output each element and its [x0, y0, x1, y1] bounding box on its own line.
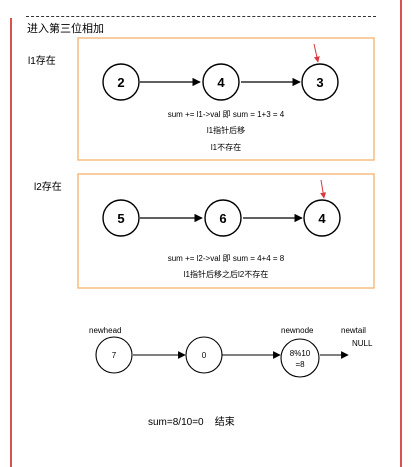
s2-pointer-arrow: [320, 179, 327, 199]
s1-pointer-arrow: [313, 43, 320, 63]
s1-node-2-value: 4: [217, 75, 225, 90]
newnode-label: newnode: [281, 326, 314, 335]
r-node-2-value: 0: [202, 351, 207, 360]
null-label: NULL: [352, 339, 373, 348]
section1-caption-line2: l1指针后移: [206, 126, 246, 135]
s2-node-3: [303, 199, 341, 237]
section1-caption-line3: l1不存在: [210, 143, 242, 152]
newhead-label: newhead: [89, 326, 122, 335]
r-node-3: [280, 338, 320, 378]
footer-summary: sum=8/10=0 结束: [148, 417, 235, 428]
section2-label: l2存在: [34, 182, 62, 193]
newtail-label: newtail: [341, 326, 366, 335]
r-node-1: [95, 336, 133, 374]
s2-node-2-value: 6: [219, 211, 226, 226]
r-node-2: [185, 336, 223, 374]
section2-caption-line2: l1指针后移之后l2不存在: [183, 270, 269, 279]
section2-box: [77, 173, 375, 289]
r-node-1-value: 7: [112, 351, 117, 360]
s2-node-2: [204, 199, 242, 237]
s1-node-3-value: 3: [316, 75, 323, 90]
frame-right-border: [400, 0, 402, 467]
section1-caption-line1: sum += l1->val 即 sum = 1+3 = 4: [167, 110, 285, 119]
dashed-separator: [26, 16, 376, 17]
step-heading: 进入第三位相加: [27, 23, 104, 35]
s1-node-1: [102, 63, 140, 101]
section2-caption-line1: sum += l2->val 即 sum = 4+4 = 8: [167, 254, 285, 263]
s2-node-3-value: 4: [318, 211, 326, 226]
s2-node-1-value: 5: [117, 211, 124, 226]
section1-label: l1存在: [28, 56, 56, 67]
s1-node-2: [202, 63, 240, 101]
r-node-3-value-line2: =8: [295, 360, 305, 369]
r-node-3-value-line1: 8%10: [290, 349, 311, 358]
frame-left-border: [10, 18, 12, 467]
section1-box: [77, 37, 375, 161]
s1-node-1-value: 2: [117, 75, 124, 90]
s2-node-1: [102, 199, 140, 237]
s1-node-3: [301, 63, 339, 101]
